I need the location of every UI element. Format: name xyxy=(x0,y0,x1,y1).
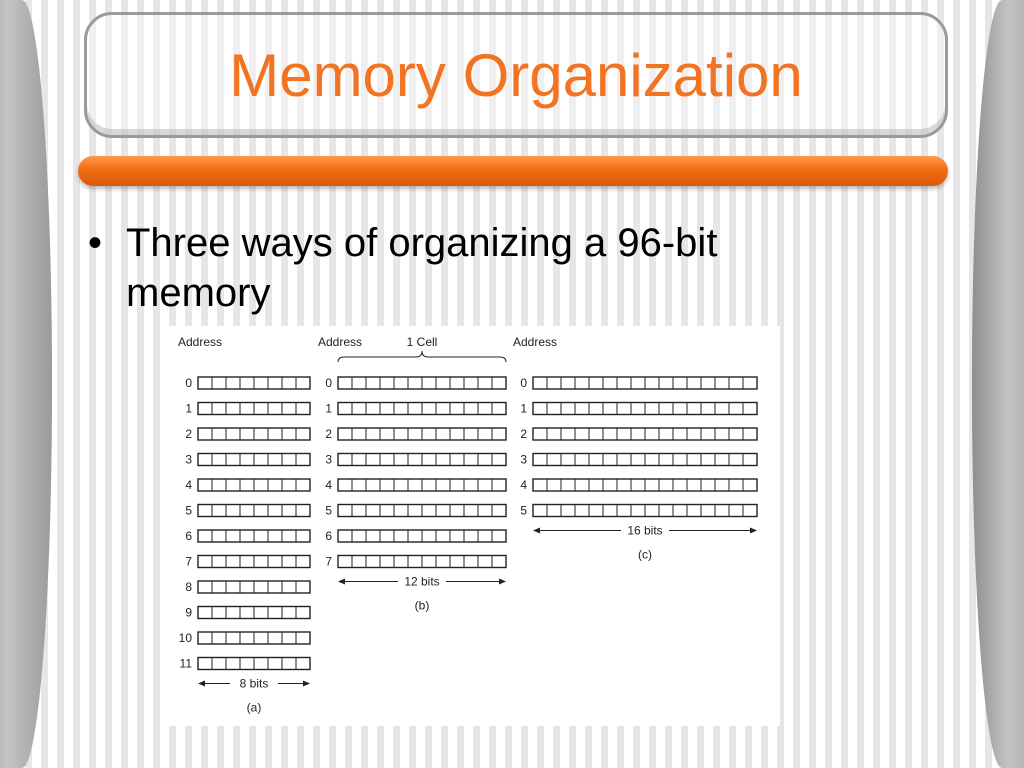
address-label: 2 xyxy=(520,427,527,441)
address-label: 0 xyxy=(325,376,332,390)
address-header-1: Address xyxy=(178,335,222,349)
arrow-head-right xyxy=(499,578,506,585)
bit-width-label: 8 bits xyxy=(240,677,269,691)
address-label: 4 xyxy=(520,478,527,492)
title-accent-bar xyxy=(78,156,948,186)
address-label: 2 xyxy=(185,427,192,441)
address-label: 4 xyxy=(325,478,332,492)
panel-caption: (b) xyxy=(415,599,430,613)
right-pillar-decoration xyxy=(972,0,1024,768)
address-label: 6 xyxy=(185,529,192,543)
address-label: 1 xyxy=(185,402,192,416)
bullet-text: Three ways of organizing a 96-bit memory xyxy=(126,221,718,315)
bit-width-label: 12 bits xyxy=(404,575,439,589)
arrow-head-left xyxy=(338,578,345,585)
panel-caption: (c) xyxy=(638,548,652,562)
address-label: 1 xyxy=(520,402,527,416)
page-title: Memory Organization xyxy=(229,42,803,109)
address-label: 11 xyxy=(180,657,193,671)
arrow-head-left xyxy=(198,680,205,687)
address-label: 1 xyxy=(325,402,332,416)
address-label: 6 xyxy=(325,529,332,543)
panel-caption: (a) xyxy=(247,701,262,715)
address-label: 7 xyxy=(325,555,332,569)
arrow-head-right xyxy=(303,680,310,687)
title-frame xyxy=(84,12,948,138)
address-label: 5 xyxy=(520,504,527,518)
address-label: 8 xyxy=(185,580,192,594)
address-label: 2 xyxy=(325,427,332,441)
cell-brace xyxy=(337,350,507,363)
address-label: 0 xyxy=(185,376,192,390)
bullet-marker: • xyxy=(88,221,103,265)
address-label: 3 xyxy=(185,453,192,467)
cell-label: 1 Cell xyxy=(407,335,438,349)
address-label: 4 xyxy=(185,478,192,492)
address-label: 5 xyxy=(185,504,192,518)
address-label: 10 xyxy=(179,631,193,645)
bullet-list: • Three ways of organizing a 96-bit memo… xyxy=(88,218,848,318)
left-pillar-decoration xyxy=(0,0,52,768)
address-label: 0 xyxy=(520,376,527,390)
address-label: 9 xyxy=(185,606,192,620)
address-label: 3 xyxy=(520,453,527,467)
address-header-3: Address xyxy=(513,335,557,349)
address-header-2: Address xyxy=(318,335,362,349)
address-label: 3 xyxy=(325,453,332,467)
arrow-head-right xyxy=(750,527,757,534)
arrow-head-left xyxy=(533,527,540,534)
address-label: 7 xyxy=(185,555,192,569)
bit-width-label: 16 bits xyxy=(627,524,662,538)
address-label: 5 xyxy=(325,504,332,518)
